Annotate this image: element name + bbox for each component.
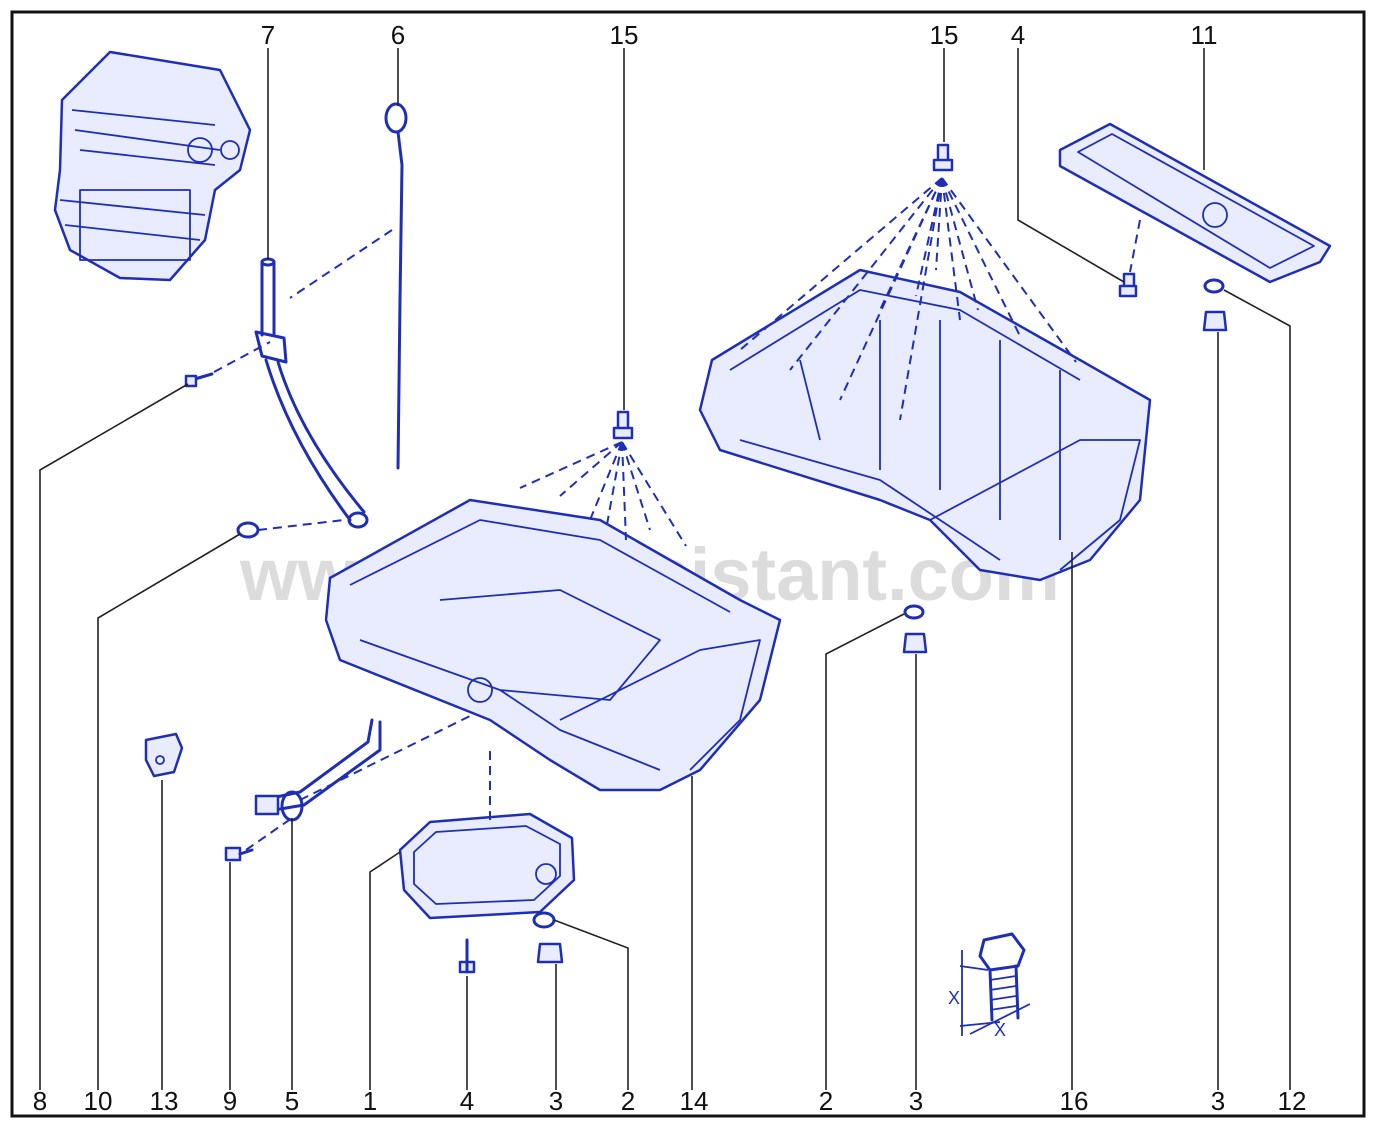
bolt-15b (932, 143, 954, 172)
callout-8: 8 (33, 1086, 47, 1116)
bolt-4-upper (1118, 272, 1138, 298)
callout-12: 12 (1278, 1086, 1307, 1116)
dimension-x-vertical: X (948, 988, 960, 1008)
callout-14: 14 (680, 1086, 709, 1116)
lower-oil-pan (398, 812, 576, 920)
assembly-dashed-lines (213, 177, 1141, 851)
callout-2-right: 2 (819, 1086, 833, 1116)
bolt-8 (184, 372, 214, 388)
callout-4-top: 4 (1011, 20, 1025, 50)
bolt-15a (612, 410, 634, 440)
callout-2-left: 2 (621, 1086, 635, 1116)
seal-ring-2-upper (903, 604, 925, 620)
bolt-length-detail: X X (948, 932, 1031, 1040)
callout-3-right: 3 (1211, 1086, 1225, 1116)
callout-3-middle: 3 (909, 1086, 923, 1116)
leader-lines (39, 48, 1291, 1090)
baffle-plate-11 (1058, 122, 1332, 284)
engine-overview-illustration (53, 50, 252, 282)
seal-ring-12 (1203, 278, 1225, 294)
callout-5: 5 (285, 1086, 299, 1116)
callout-3-left: 3 (549, 1086, 563, 1116)
callout-15-left: 15 (610, 20, 639, 50)
callout-9: 9 (223, 1086, 237, 1116)
drain-plug-3-middle (902, 632, 928, 654)
callouts-top: 7 6 15 15 4 11 (261, 20, 1218, 50)
bolt-9 (224, 846, 254, 862)
callout-13: 13 (150, 1086, 179, 1116)
callout-16: 16 (1060, 1086, 1089, 1116)
callouts-bottom: 8 10 13 9 5 1 4 3 2 14 2 3 16 3 12 (33, 1086, 1307, 1116)
crankcase-16 (698, 268, 1152, 582)
callout-1: 1 (363, 1086, 377, 1116)
diagram-border (10, 10, 1366, 1118)
seal-ring-2-lower (532, 911, 556, 929)
callout-11: 11 (1191, 20, 1218, 50)
oil-dipstick (384, 102, 408, 470)
dimension-x-horizontal: X (994, 1020, 1006, 1040)
callout-6: 6 (391, 20, 405, 50)
callout-10: 10 (84, 1086, 113, 1116)
callout-4-bottom: 4 (460, 1086, 474, 1116)
callout-15-right: 15 (930, 20, 959, 50)
dipstick-guide-tube (254, 257, 369, 529)
callout-7: 7 (261, 20, 275, 50)
oil-sump-body-14 (324, 498, 782, 792)
bolt-4-lower (458, 938, 476, 974)
drain-plug-3-lower (536, 942, 564, 964)
sensor-13 (144, 732, 184, 778)
drain-plug-3-right (1202, 310, 1228, 332)
